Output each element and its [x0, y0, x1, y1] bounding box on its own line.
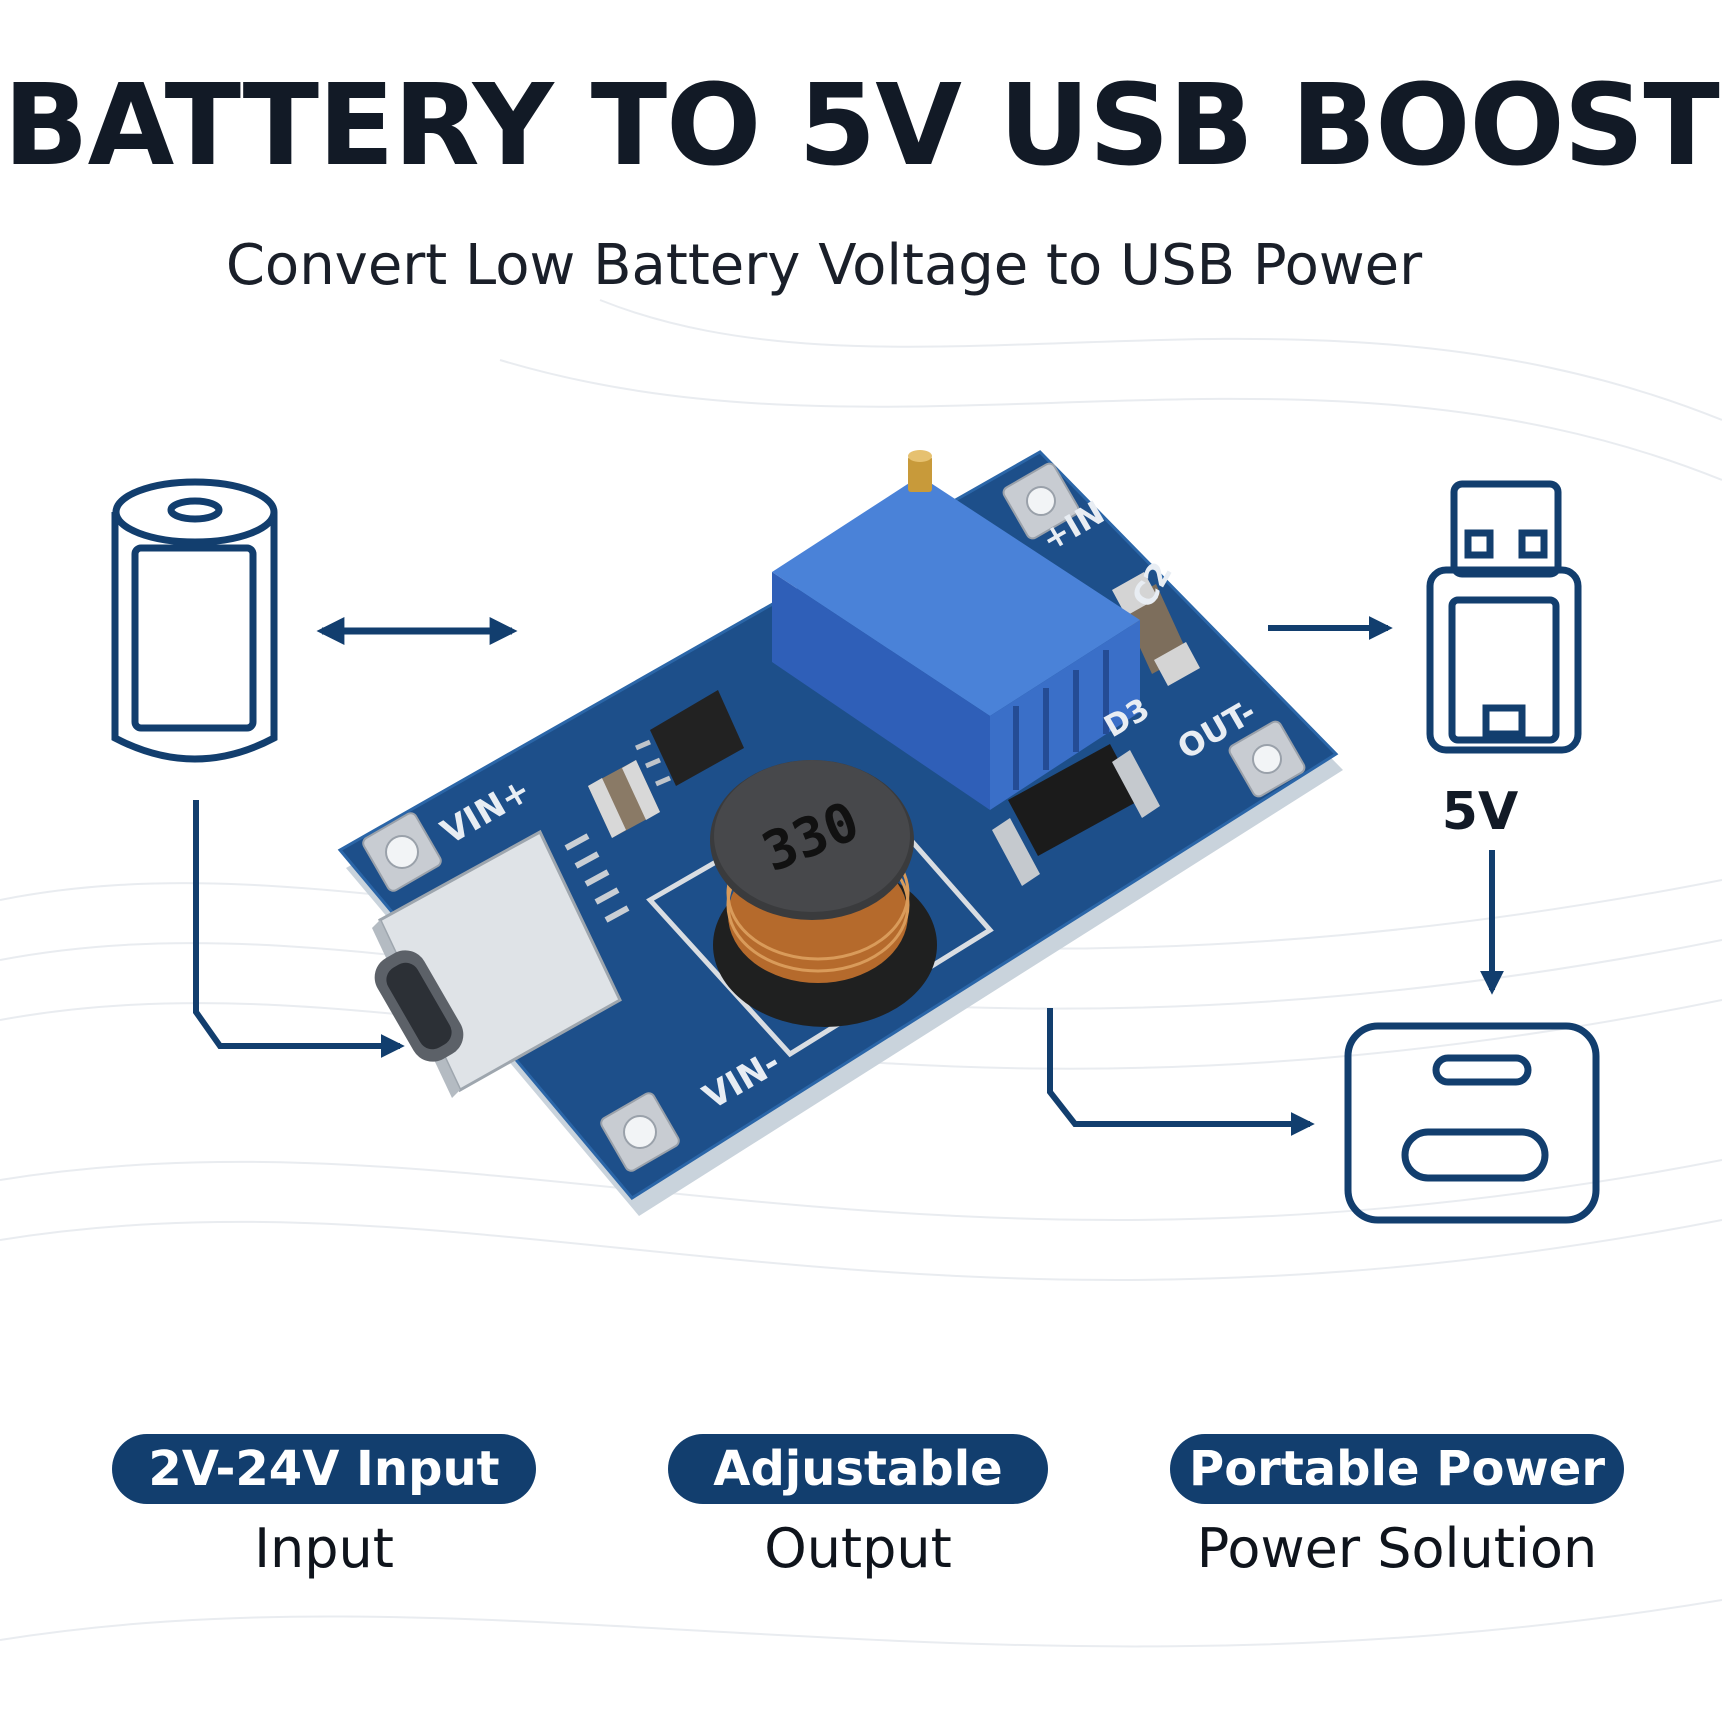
boost-converter-board: 330 VIN+ VIN- +IN C2 D3 OUT- — [337, 450, 1343, 1216]
battery-icon — [111, 478, 278, 763]
page-title: BATTERY TO 5V USB BOOST — [3, 61, 1719, 191]
smd-capacitor — [588, 760, 660, 838]
feature-badge-portable: Portable Power — [1170, 1434, 1624, 1504]
feature-caption-output: Output — [764, 1517, 952, 1580]
usb-plug-icon — [1426, 480, 1582, 754]
ic-chip — [635, 690, 744, 787]
page-subtitle: Convert Low Battery Voltage to USB Power — [225, 233, 1423, 298]
capacitor-c2 — [1112, 572, 1200, 686]
potentiometer — [772, 450, 1140, 810]
board-to-port-arrow — [1047, 1008, 1315, 1136]
inductor: 330 — [710, 760, 937, 1027]
diode — [992, 744, 1160, 886]
feature-badge-adjustable: Adjustable — [668, 1434, 1048, 1504]
usb-c-connector — [372, 829, 630, 1098]
mounting-hole — [362, 462, 1306, 1172]
output-voltage-label: 5V — [1441, 782, 1519, 842]
feature-caption-power: Power Solution — [1196, 1517, 1598, 1580]
battery-to-board-arrow — [193, 800, 405, 1058]
feature-badge-input: 2V-24V Input — [112, 1434, 536, 1504]
usb-port-icon — [1344, 1022, 1600, 1224]
feature-caption-input: Input — [254, 1517, 394, 1580]
